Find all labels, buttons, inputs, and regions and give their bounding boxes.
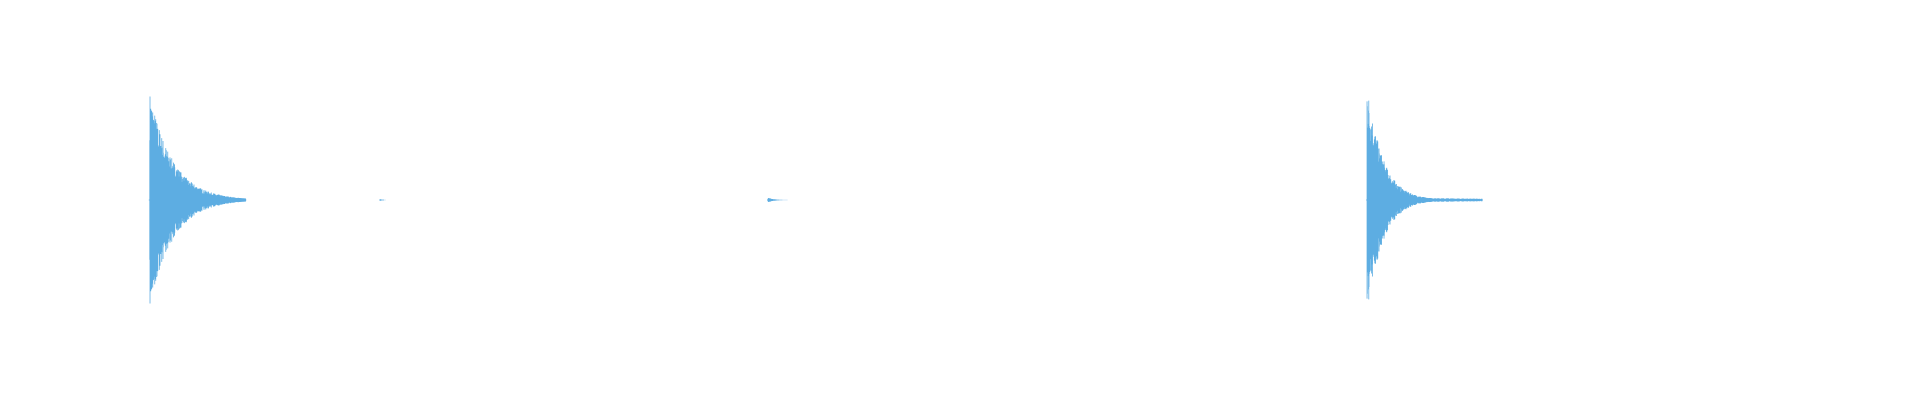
waveform-event-tick-1 (379, 199, 391, 201)
waveform-trace (148, 96, 1483, 304)
waveform-path-tick-1 (379, 199, 391, 201)
waveform-path-transient-2 (1366, 100, 1483, 300)
waveform-event-transient-1 (148, 96, 247, 304)
waveform-event-transient-2 (1366, 100, 1483, 300)
waveform-event-blip-1 (767, 198, 788, 202)
waveform-path-blip-1 (767, 198, 788, 202)
waveform-path-transient-1 (148, 96, 247, 304)
